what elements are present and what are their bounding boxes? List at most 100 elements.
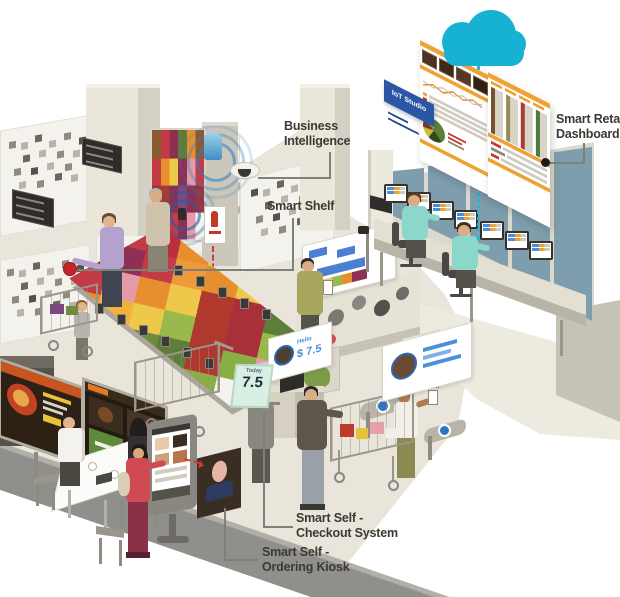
desk-leg	[560, 320, 563, 356]
dashboard-leader-dot	[541, 158, 550, 167]
head	[63, 417, 75, 429]
screen-content	[483, 224, 501, 227]
screen-content	[508, 238, 526, 241]
shelf-tag	[337, 245, 355, 258]
head	[408, 195, 420, 207]
desk-leg	[470, 286, 473, 322]
head	[103, 216, 115, 228]
cart-item	[50, 304, 64, 314]
head	[150, 191, 162, 203]
chair-back	[120, 498, 124, 530]
screen-content	[433, 208, 451, 211]
leader-ordering-v	[224, 508, 226, 561]
coffee-cup	[88, 462, 97, 471]
cart-item	[340, 424, 354, 437]
promo-dashed-pointer	[212, 246, 214, 278]
cloud-base	[444, 40, 524, 66]
wall-column	[300, 84, 350, 230]
legs	[60, 462, 80, 486]
detected-face	[212, 459, 227, 484]
shelf-products	[251, 188, 258, 197]
torso	[146, 202, 170, 246]
shelf-products	[7, 268, 14, 277]
leader-checkout-v	[263, 412, 265, 528]
torso	[58, 428, 85, 462]
handheld-price-sign: Today 7.5	[230, 363, 274, 409]
pole-camera-icon	[358, 226, 369, 234]
cart-item	[66, 306, 78, 315]
head	[302, 261, 314, 272]
electronic-price-tag	[161, 336, 170, 347]
shelf-products	[9, 140, 16, 150]
dashboard-pie-legend	[448, 130, 466, 153]
desk-monitor	[384, 184, 408, 203]
label-line: Smart Retail	[556, 112, 620, 126]
chair-leg	[119, 540, 122, 566]
chair-back	[442, 252, 449, 276]
desk-monitor	[480, 221, 504, 240]
apple-marker-icon	[63, 262, 77, 276]
promo-sign-bottle	[204, 206, 226, 244]
customer-avatar-icon	[391, 349, 417, 383]
screen-content	[387, 191, 405, 194]
label-smart-retail-dashboard: Smart Retail Dashboard	[556, 112, 620, 142]
label-smart-self-ordering: Smart Self - Ordering Kiosk	[262, 545, 350, 575]
screen-content	[457, 217, 475, 220]
cart-item	[370, 422, 384, 434]
cloud-icon	[436, 8, 528, 70]
cart-wheel	[388, 480, 399, 491]
kiosk-base	[157, 536, 189, 543]
dashboard-panel-left	[420, 40, 490, 196]
deli-tray	[352, 294, 366, 312]
signage-price: $ 7.5	[297, 342, 322, 361]
label-line: Smart Self -	[296, 511, 364, 525]
legs	[128, 502, 148, 554]
smartphone-icon	[178, 208, 186, 220]
torso	[297, 271, 323, 315]
shoes	[300, 504, 325, 510]
smartphone-icon	[428, 390, 438, 405]
screen-content	[532, 248, 550, 251]
menu-tile	[155, 436, 169, 451]
shoes	[126, 552, 150, 558]
table-leg	[104, 500, 107, 530]
screen-content	[508, 234, 526, 237]
cart-wheel	[334, 472, 345, 483]
torso	[402, 206, 428, 240]
label-line: Intelligence	[284, 133, 351, 148]
detected-shoulders	[206, 479, 233, 503]
label-smart-shelf: Smart Shelf	[267, 199, 334, 214]
head	[305, 389, 317, 401]
deli-tray	[396, 285, 409, 302]
deli-tray	[374, 298, 390, 319]
face-recognition-panel	[197, 447, 241, 519]
leader-dashboard-h	[547, 162, 585, 164]
chair-leg	[52, 488, 55, 510]
label-smart-self-checkout: Smart Self - Checkout System	[296, 511, 398, 541]
legs	[302, 450, 324, 506]
torso	[248, 403, 274, 449]
torso	[100, 227, 124, 269]
electronic-price-tag	[218, 287, 227, 298]
screen-content	[387, 187, 405, 190]
chair-base	[450, 294, 472, 297]
chair-leg	[154, 504, 157, 528]
promo-price-bar	[209, 231, 221, 234]
handbag	[118, 472, 130, 496]
menu-price-chip	[43, 413, 61, 427]
leader-smart-shelf-v	[292, 218, 294, 271]
label-business-intelligence: Business Intelligence	[284, 119, 351, 149]
chair-leg	[172, 500, 175, 524]
shelf-tag	[309, 246, 327, 259]
electronic-price-tag	[117, 314, 126, 325]
screen-content	[532, 244, 550, 247]
cart-frame	[392, 456, 394, 480]
cart-item	[386, 428, 396, 438]
label-line: Checkout System	[296, 525, 398, 540]
dashboard-line-chart	[422, 80, 483, 109]
label-line: Ordering Kiosk	[262, 559, 350, 574]
desk-leg	[380, 252, 383, 286]
legs	[102, 269, 122, 307]
legs	[252, 449, 270, 483]
